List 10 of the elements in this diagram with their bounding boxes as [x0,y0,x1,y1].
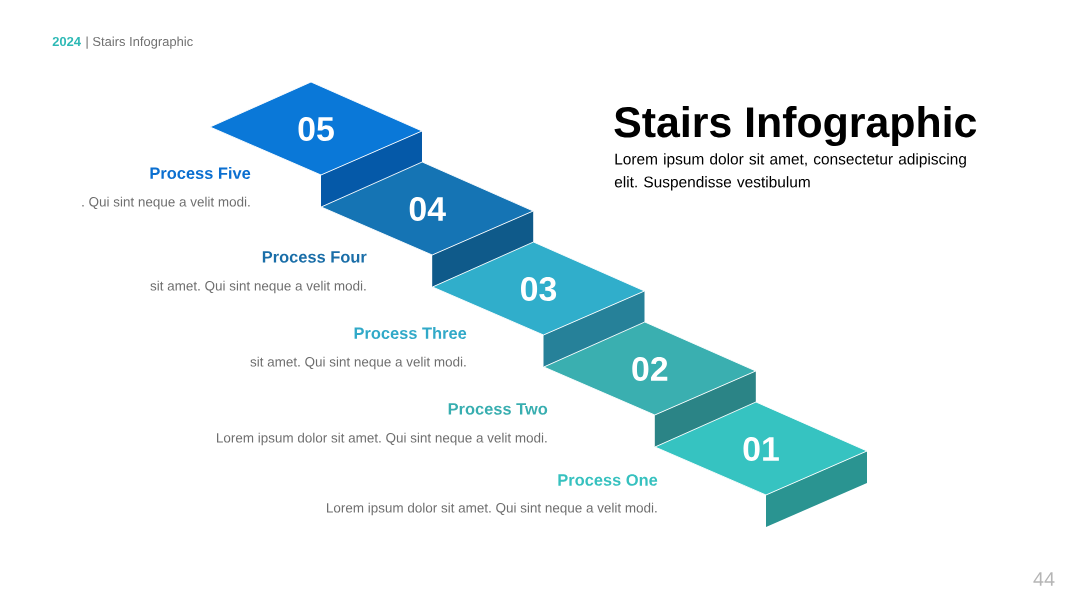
step-description: Lorem ipsum dolor sit amet. Qui sint neque a velit modi. [327,502,657,516]
page-number: 44 [1033,572,1055,586]
header-text: | Stairs Infographic [86,36,193,49]
header-year: 2024 [52,36,81,47]
step-description: sit amet. Qui sint neque a velit modi. [250,356,466,370]
step-heading: Process Five [150,166,251,180]
description: Lorem ipsum dolor sit amet, consectetur adipiscing elit. Suspendisse vestibulum [614,153,966,191]
title: Stairs Infographic [614,105,977,147]
step-heading: Process Three [354,326,467,340]
step-description: . Qui sint neque a velit modi. [82,196,250,210]
